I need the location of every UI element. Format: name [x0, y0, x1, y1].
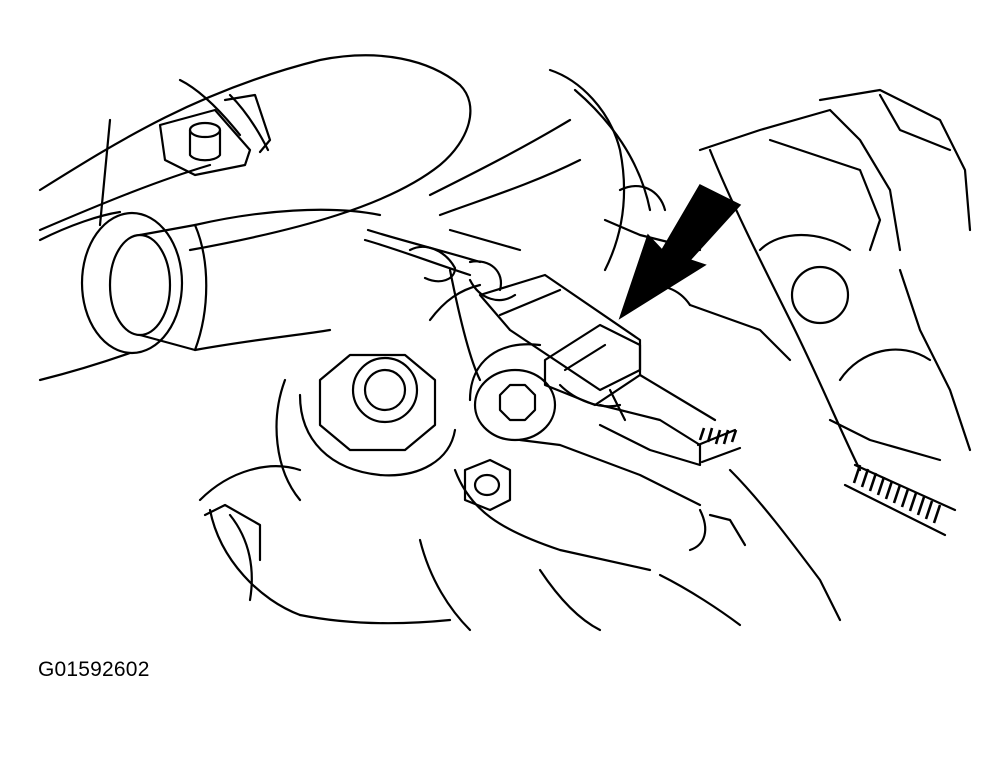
mounting-bracket — [418, 68, 792, 632]
right-casing — [698, 88, 972, 622]
electrical-connector — [478, 273, 717, 467]
wiring-harness — [363, 228, 517, 302]
bolt-lower — [463, 458, 512, 512]
hex-bolt-large — [275, 353, 457, 502]
hex-bolt-small — [468, 343, 557, 442]
sensor-lead-coil — [696, 427, 742, 464]
figure-id-label: G01592602 — [38, 658, 150, 681]
upper-housing — [38, 54, 472, 252]
arrow-pointer-icon — [618, 184, 742, 320]
hose-coupling — [38, 208, 382, 382]
lower-casing — [198, 465, 747, 632]
stud-bracket — [158, 93, 272, 177]
harness-coil-right — [843, 463, 957, 537]
